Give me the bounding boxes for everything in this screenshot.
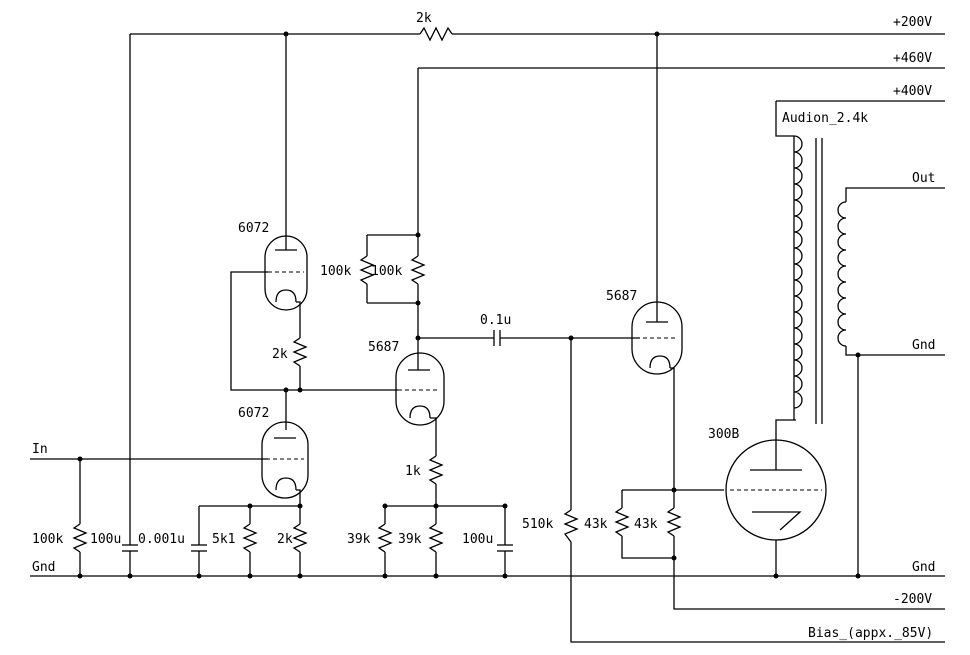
r-43k-b-label: 43k <box>634 517 658 532</box>
transformer-label: Audion_2.4k <box>782 111 868 126</box>
r-43k-a-label: 43k <box>584 517 608 532</box>
resistor-510k: 510k <box>522 338 579 543</box>
c-100u-a-label: 100u <box>90 532 121 547</box>
gnd-right-label: Gnd <box>912 560 935 575</box>
rail-plus200: +200V 2k <box>130 11 945 42</box>
upper-6072-label: 6072 <box>238 221 269 236</box>
gnd-left-label: Gnd <box>32 560 55 575</box>
r-39k-a-label: 39k <box>347 532 371 547</box>
rail-minus200: -200V <box>673 576 945 610</box>
power-300b-label: 300B <box>708 427 739 442</box>
ground-rail: Gnd Gnd <box>30 560 945 577</box>
r-5k1-label: 5k1 <box>212 532 235 547</box>
r-510k-label: 510k <box>522 517 553 532</box>
rail-bias-label: Bias_(appx._85V) <box>808 626 933 641</box>
resistor-39k-a: 39k <box>347 506 393 579</box>
resistor-inter-2k: 2k <box>272 337 308 367</box>
r-cath-2k-label: 2k <box>277 532 293 547</box>
tube-lower-6072: 6072 <box>238 406 309 499</box>
rail-bias: Bias_(appx._85V) <box>570 542 945 643</box>
tube-upper-6072: 6072 <box>238 221 308 311</box>
resistor-1k: 1k <box>405 455 444 485</box>
capacitor-100u-b: 100u <box>462 506 513 579</box>
resistor-100k-b: 100k <box>371 235 426 303</box>
resistor-in-100k: 100k <box>32 459 88 579</box>
resistor-43k-b: 43k <box>634 490 682 576</box>
c-100u-b-label: 100u <box>462 532 493 547</box>
capacitor-0001u: 0.001u <box>138 506 207 579</box>
resistor-100k-a: 100k <box>320 235 375 303</box>
resistor-5k1: 5k1 <box>212 506 258 579</box>
r-1k-label: 1k <box>405 464 421 479</box>
rail-plus460-label: +460V <box>893 51 932 66</box>
output-gnd-label: Gnd <box>912 338 935 353</box>
capacitor-coupling-01u: 0.1u <box>418 313 640 346</box>
transformer-audion: Audion_2.4k Out Gnd <box>775 101 945 579</box>
tube-right-5687: 5687 <box>606 289 683 375</box>
c-coupling-label: 0.1u <box>480 313 511 328</box>
capacitor-100u-a: 100u <box>90 34 138 579</box>
output-label: Out <box>912 171 935 186</box>
mid-5687-label: 5687 <box>368 340 399 355</box>
input-label: In <box>32 442 48 457</box>
right-5687-label: 5687 <box>606 289 637 304</box>
r-39k-b-label: 39k <box>398 532 422 547</box>
rail-minus200-label: -200V <box>893 592 932 607</box>
rail-plus400-label: +400V <box>893 84 932 99</box>
resistor-cath-2k: 2k <box>277 506 308 579</box>
r-inter-2k-label: 2k <box>272 347 288 362</box>
rail-plus460: +460V <box>418 51 945 69</box>
c-0001u-label: 0.001u <box>138 532 185 547</box>
rail-plus400: +400V <box>776 84 945 102</box>
input-node: In <box>30 442 268 462</box>
r-in-100k-label: 100k <box>32 532 63 547</box>
tube-mid-5687: 5687 <box>368 340 445 426</box>
tube-300b: 300B <box>708 427 827 541</box>
r-top-2k-label: 2k <box>416 11 432 26</box>
resistor-43k-a: 43k <box>584 490 674 559</box>
rail-plus200-label: +200V <box>893 15 932 30</box>
lower-6072-label: 6072 <box>238 406 269 421</box>
resistor-39k-b: 39k <box>398 506 444 579</box>
r-100k-a-label: 100k <box>320 264 351 279</box>
r-100k-b-label: 100k <box>371 264 402 279</box>
